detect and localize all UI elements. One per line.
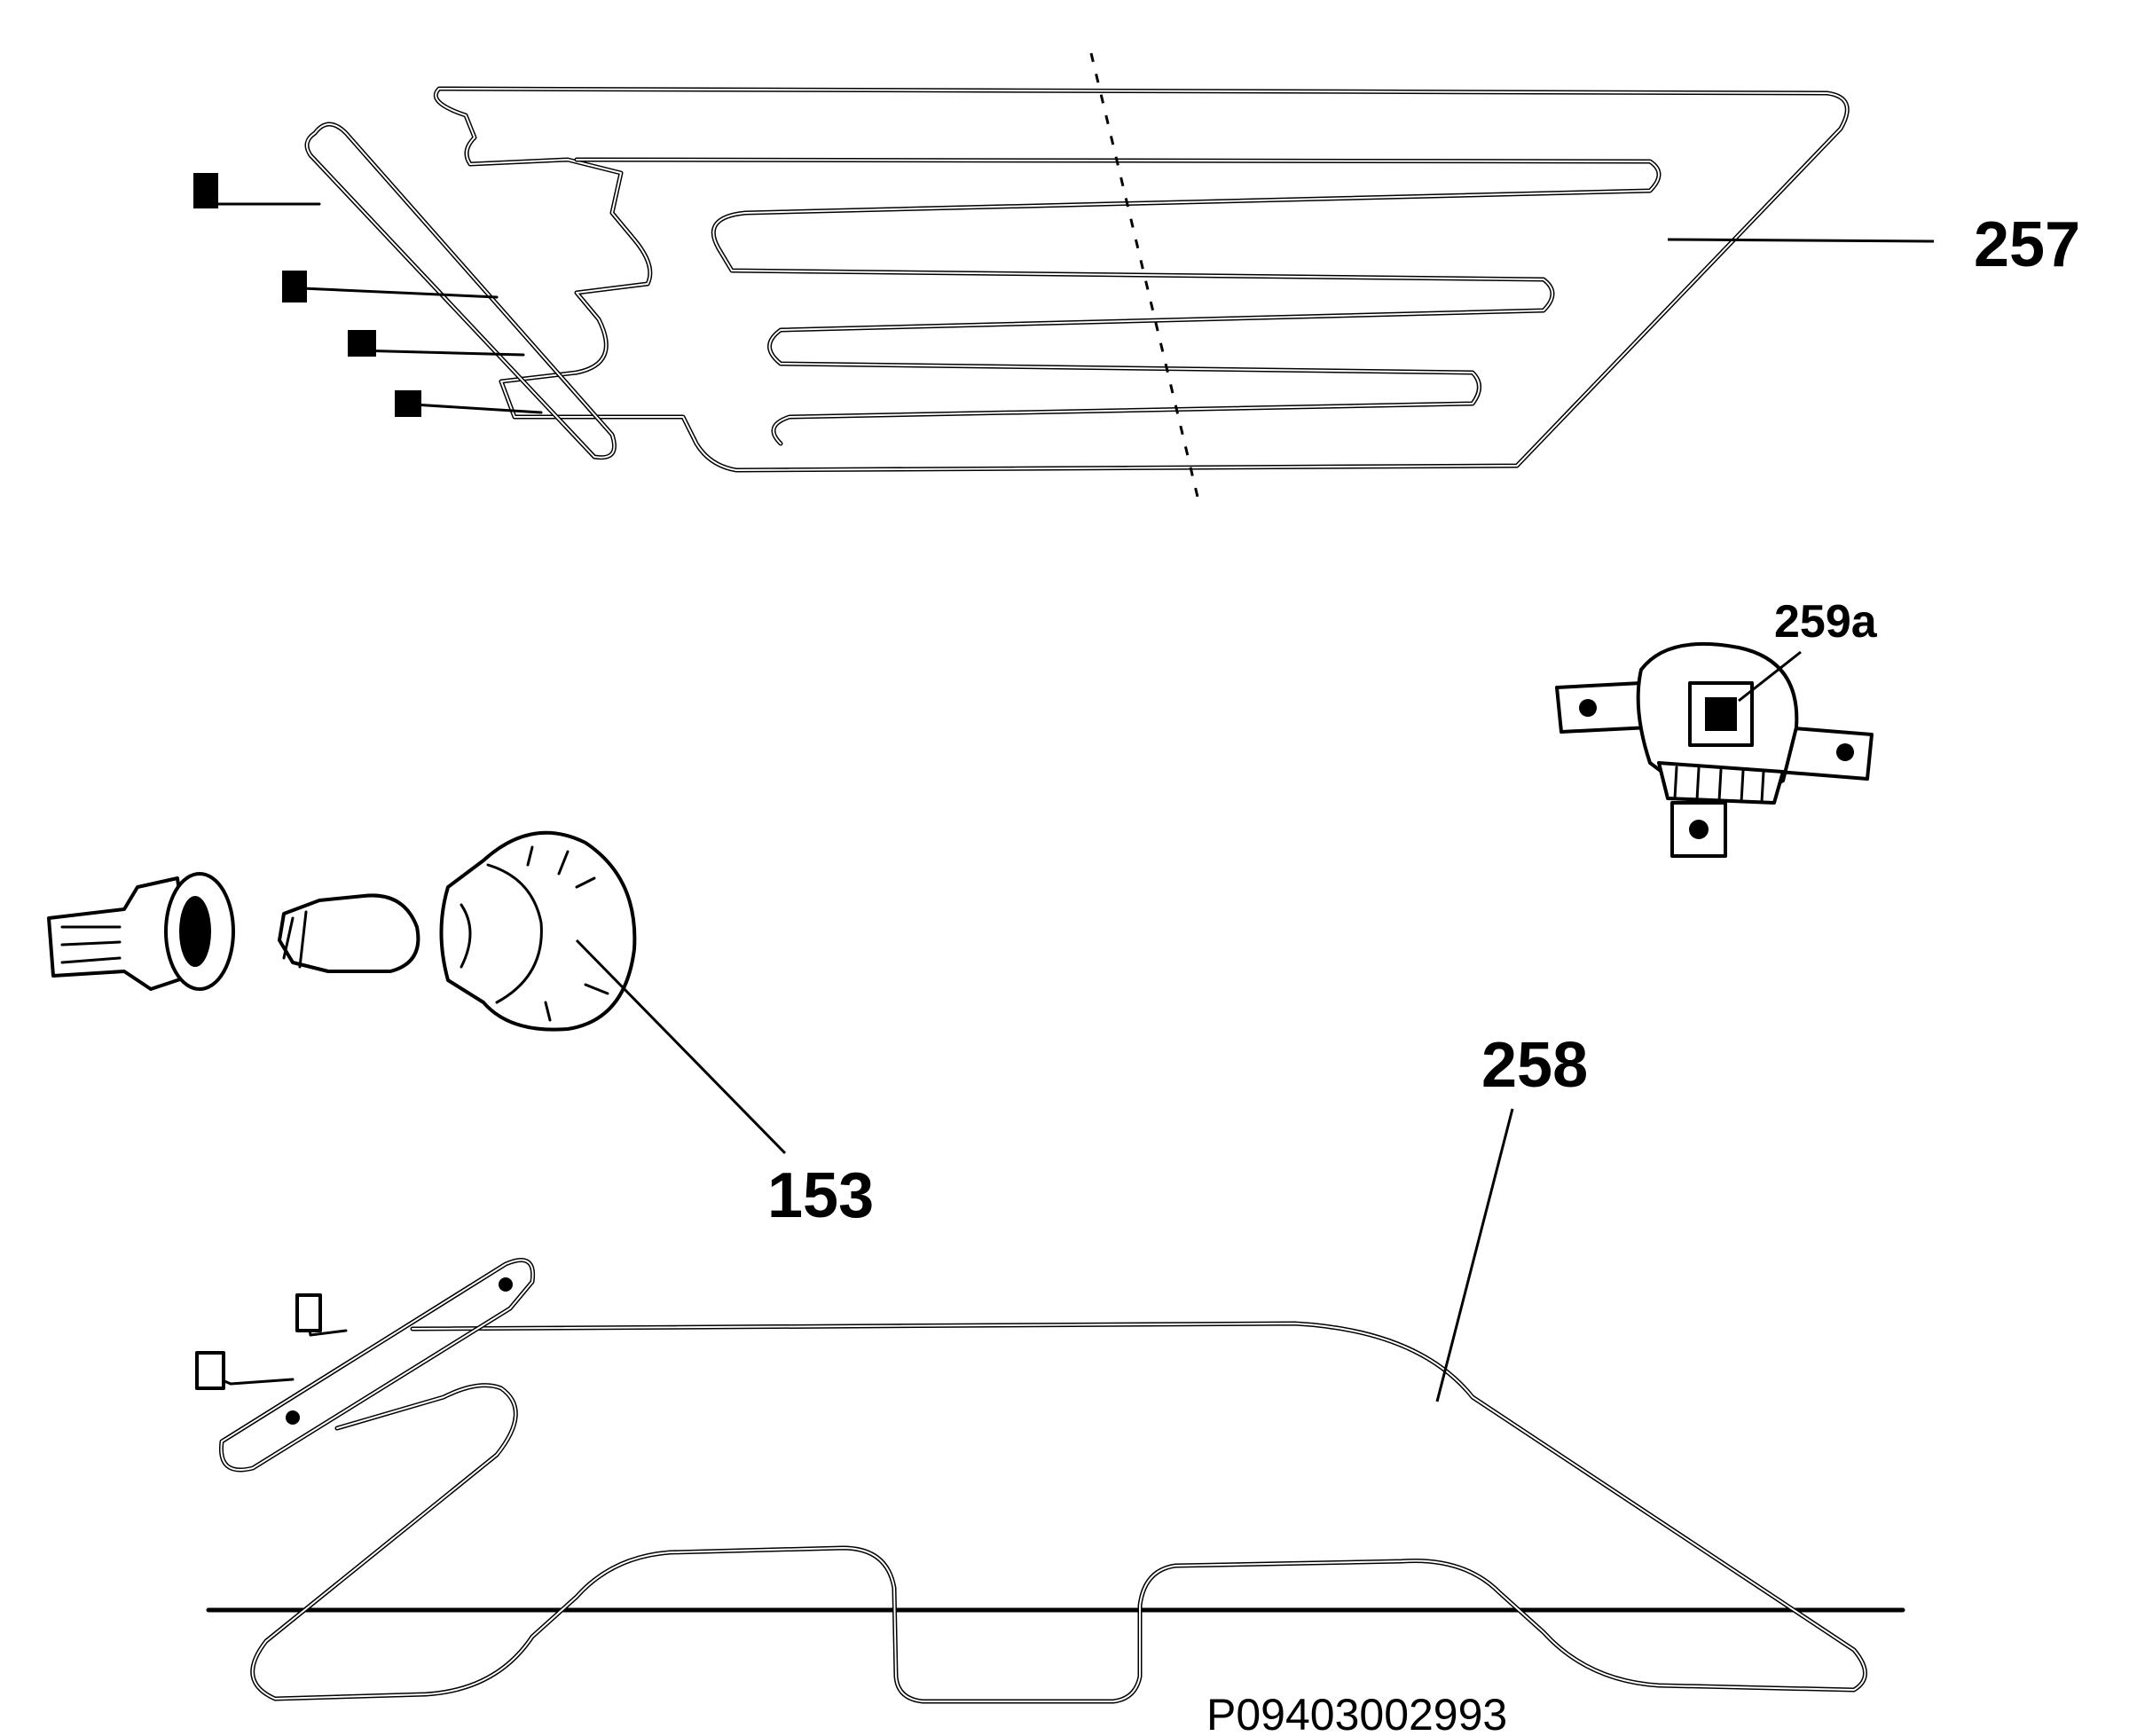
grill-heating-element — [193, 52, 1935, 498]
bottom-heating-element — [195, 1108, 1905, 1704]
label-153: 153 — [767, 1160, 874, 1231]
thermostat-component — [1555, 641, 1874, 858]
diagram-reference-code: P09403002993 — [1206, 1690, 1507, 1736]
label-258: 258 — [1481, 1030, 1588, 1101]
oven-lamp-assembly — [47, 830, 787, 1155]
label-259a: 259a — [1774, 596, 1878, 648]
label-257: 257 — [1974, 209, 2080, 280]
